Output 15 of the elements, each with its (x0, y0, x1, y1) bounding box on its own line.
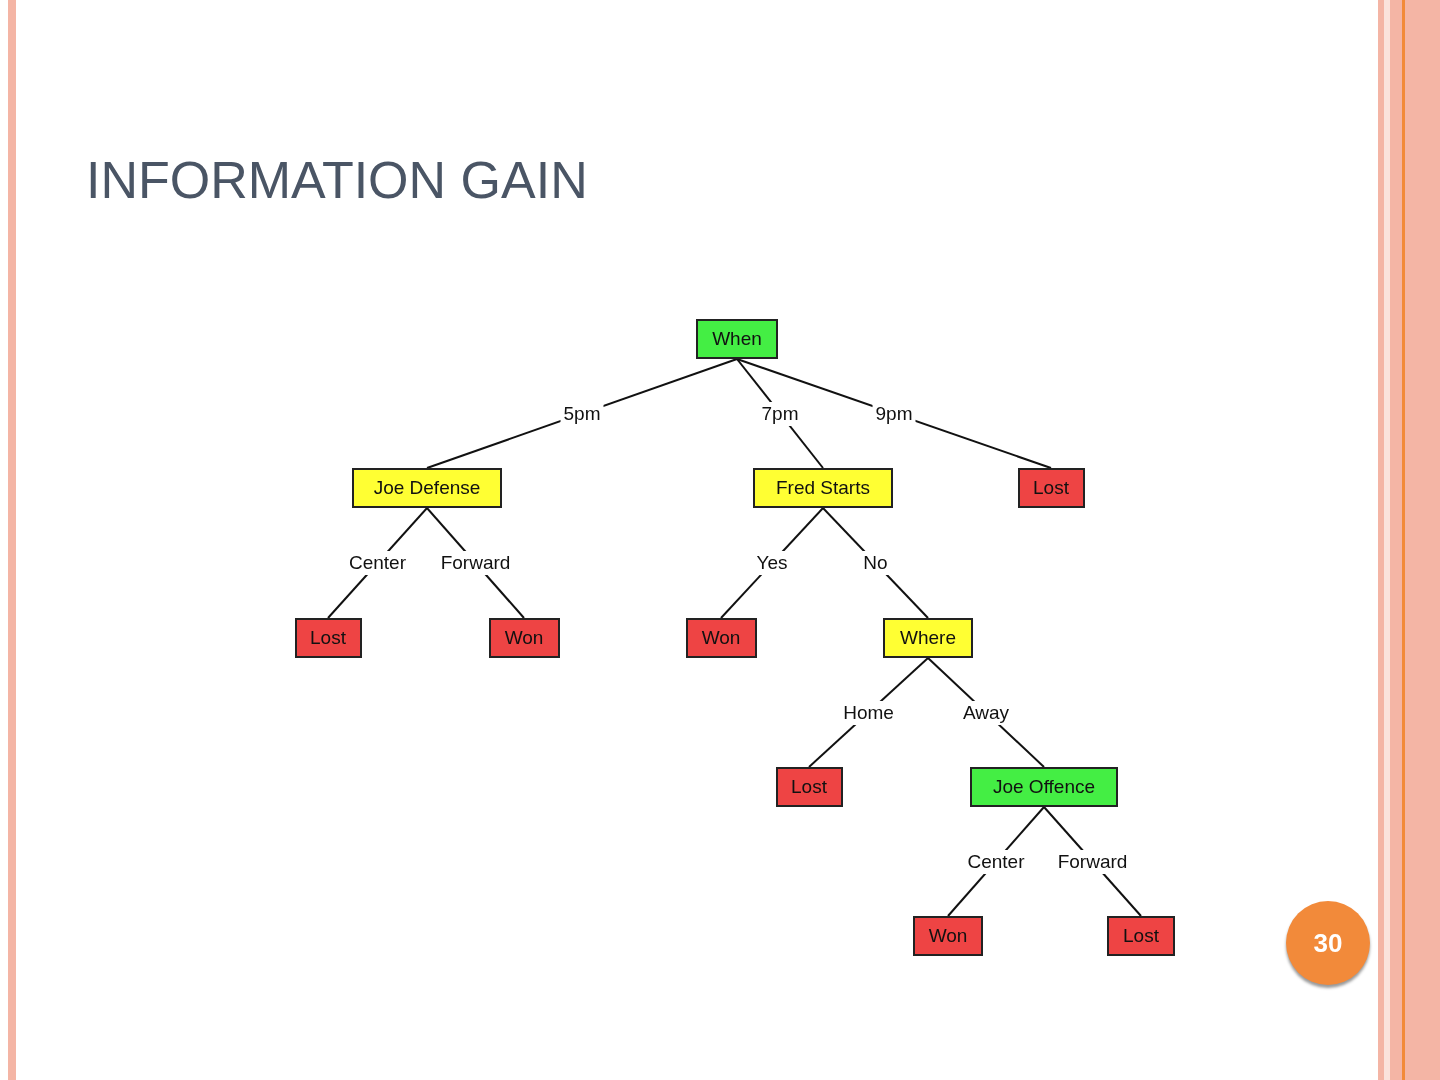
tree-node-box: Lost (775, 767, 843, 807)
tree-node-box: Lost (1017, 468, 1085, 508)
tree-node-box: Won (913, 916, 983, 956)
tree-node-box: When (696, 319, 778, 359)
tree-node-box: Where (883, 618, 973, 658)
page-number-badge: 30 (1286, 901, 1370, 985)
tree-node-box: Lost (1107, 916, 1175, 956)
edge-label: No (860, 551, 891, 575)
tree-node-box: Lost (294, 618, 362, 658)
slide-title: INFORMATION GAIN (86, 150, 588, 210)
tree-node-box: Joe Defense (352, 468, 502, 508)
tree-node-box: Won (685, 618, 757, 658)
tree-node-box: Fred Starts (753, 468, 893, 508)
tree-node-box: Won (488, 618, 560, 658)
tree-node-box: Joe Offence (970, 767, 1118, 807)
